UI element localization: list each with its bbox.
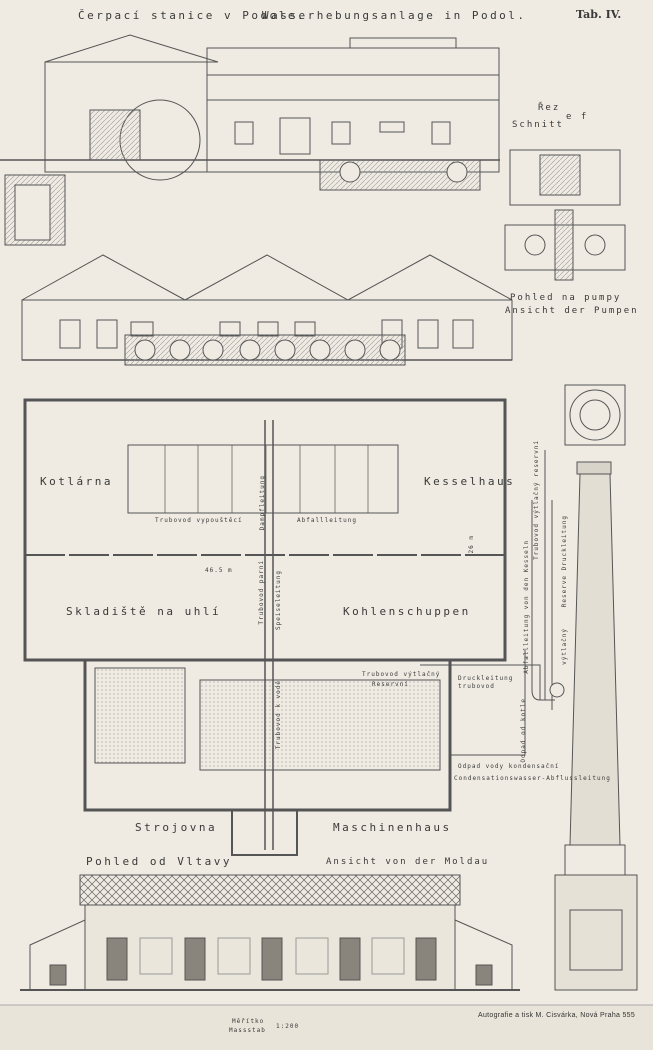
pump-view-cz: Pohled na pumpy <box>510 293 622 303</box>
condensate-drain-cz: Odpad vody kondensační <box>458 763 560 770</box>
title-czech: Čerpací stanice v Podole. <box>78 9 307 22</box>
engine-house-de: Maschinenhaus <box>333 821 452 834</box>
chimney <box>554 384 638 991</box>
pressure-pipe-label: výtlačný <box>561 628 568 665</box>
drain-pipe-cz: Trubovod vypouštěcí <box>155 517 243 524</box>
reserve-pressure-cz: Trubovod výtlačný reservní <box>533 440 540 560</box>
reserve-pressure-de: Reserve Druckleitung <box>561 515 568 608</box>
scale-label-de: Massstab <box>229 1027 266 1034</box>
cross-section-top <box>0 34 500 246</box>
pump-view <box>504 149 626 281</box>
condensate-drain-de: Condensationswasser-Abflussleitung <box>454 775 611 782</box>
long-section <box>21 254 513 366</box>
section-label-cz: Řez <box>538 103 561 113</box>
boiler-house-cz: Kotlárna <box>40 475 113 488</box>
dimension-width: 26 m <box>468 535 475 554</box>
section-mark: e f <box>566 112 589 122</box>
steam-pipe-de: Dampfleitung <box>259 475 266 531</box>
plate-number: Tab. IV. <box>576 8 622 21</box>
elevation-label-cz: Pohled od Vltavy <box>86 855 232 868</box>
reserve-pipe-cz: Trubovod výtlačný <box>362 671 441 678</box>
elevation-label-de: Ansicht von der Moldau <box>326 857 490 867</box>
feed-pipe-cz: Trubovod k vodě <box>275 680 282 750</box>
dimension-length: 46.5 m <box>205 567 233 574</box>
boiler-drain-cz: Odpad od kotle <box>520 698 527 763</box>
floor-plan <box>23 398 565 856</box>
pressure-pipe-de: Druckleitung <box>458 675 514 682</box>
scale-value: 1:200 <box>276 1023 300 1030</box>
reserve-pipe-de: Reservní <box>372 681 409 688</box>
coal-store-de: Kohlenschuppen <box>343 605 471 618</box>
drain-pipe-de: Abfallleitung <box>297 517 357 524</box>
printer-credit: Autografie a tisk M. Cisvárka, Nová Prah… <box>478 1012 636 1019</box>
feed-pipe-de: Speiseleitung <box>275 570 282 630</box>
pump-view-de: Ansicht der Pumpen <box>505 306 639 316</box>
coal-store-cz: Skladiště na uhlí <box>66 605 222 618</box>
title-german: Wasserhebungsanlage in Podol. <box>262 9 527 22</box>
scale-label-cz: Měřítko <box>232 1018 265 1025</box>
section-label-de: Schnitt <box>512 120 564 130</box>
boiler-drain-de: Abfallleitung von den Kesseln <box>523 540 530 674</box>
boiler-house-de: Kesselhaus <box>424 475 516 488</box>
steam-pipe-cz: Trubovod parní <box>258 560 265 625</box>
pressure-pipe-cz: trubovod <box>458 683 495 690</box>
river-elevation <box>20 874 520 991</box>
engine-house-cz: Strojovna <box>135 821 218 834</box>
